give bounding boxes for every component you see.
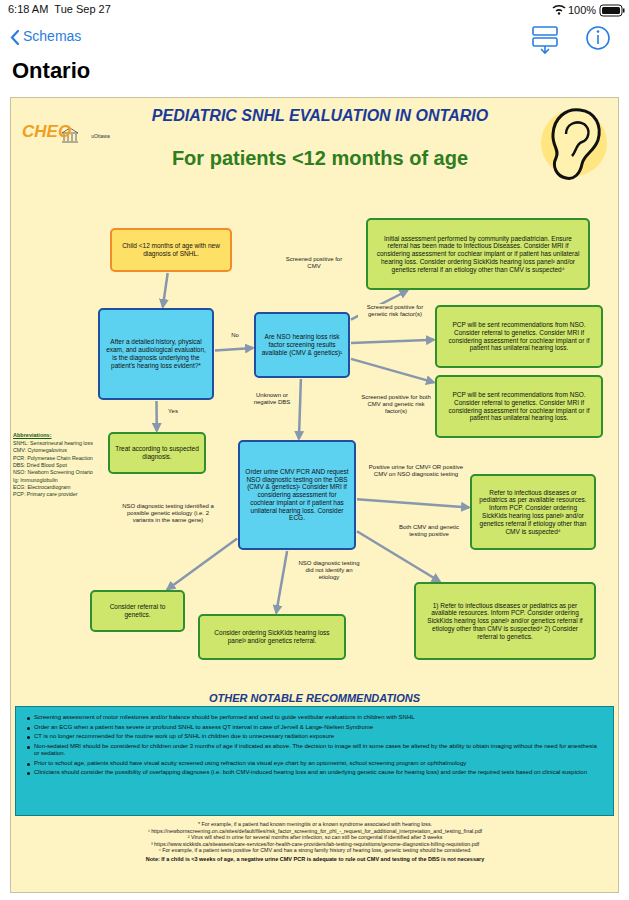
process-box: Treat according to suspected diagnosis. xyxy=(108,432,206,474)
process-box: Consider ordering SickKids hearing loss … xyxy=(198,614,346,660)
process-box: Refer to infectious diseases or pediatri… xyxy=(470,474,596,550)
label: PCP: Primary care provider xyxy=(13,491,103,497)
label: DBS: Dried Blood Spot xyxy=(13,462,103,468)
label-group: Ontario xyxy=(12,58,312,84)
label-group: Abbreviations: SNHL: Sensorineural hearin… xyxy=(13,432,103,499)
flow-arrow xyxy=(163,273,168,307)
edge-label: Screened positive for both CMV and genet… xyxy=(358,394,434,416)
process-box: Child <12 months of age with new diagnos… xyxy=(110,228,232,272)
box-text: Are NSO hearing loss risk factor screeni… xyxy=(261,333,343,356)
flow-arrow xyxy=(155,401,158,431)
edge-label: NSO diagnostic testing identified a poss… xyxy=(116,503,220,525)
flow-arrow xyxy=(299,379,301,439)
box-text: Child <12 months of age with new diagnos… xyxy=(117,242,225,258)
flow-arrow xyxy=(351,359,434,383)
label-group: 100% xyxy=(568,4,608,16)
bullet-text: Screening assessment of motor milestones… xyxy=(34,714,603,722)
ear-illustration xyxy=(541,110,607,179)
flow-arrow xyxy=(215,348,253,350)
label: Ig: Immunoglobulin xyxy=(13,477,103,483)
edge-label: Screened positive for CMV xyxy=(282,256,346,270)
box-text: PCP will be sent recommendations from NS… xyxy=(442,321,596,352)
edge-label: Positive urine for CMV² OR positive CMV … xyxy=(366,464,466,478)
process-box: After a detailed history, physical exam,… xyxy=(98,308,214,400)
process-box: Consider referral to genetics. xyxy=(90,590,185,632)
nav-icons xyxy=(533,27,609,53)
edge-label: No xyxy=(224,332,246,339)
box-text: PCP will be sent recommendations from NS… xyxy=(442,391,596,422)
label: CHEO xyxy=(22,122,71,142)
process-box: 1) Refer to infectious diseases or pedia… xyxy=(414,582,596,660)
bullet-text: CT is no longer recommended for the rout… xyxy=(34,733,603,741)
bullet-text: Order an ECG when a patient has severe o… xyxy=(34,724,603,732)
label: ECG: Electrocardiogram xyxy=(13,484,103,490)
label: Abbreviations: xyxy=(13,432,103,438)
bullet-text: Clinicians should consider the possibili… xyxy=(34,769,603,777)
label: uOttawa xyxy=(91,133,110,142)
label: ³ https://www.sickkids.ca/siteassets/car… xyxy=(22,841,608,848)
edge-label: Screened positive for genetic risk facto… xyxy=(358,304,432,318)
label: ² Virus will shed in urine for several m… xyxy=(22,834,608,841)
flow-arrow xyxy=(357,531,440,581)
battery-icon xyxy=(600,5,622,16)
process-box: Order urine CMV PCR AND request NSO diag… xyxy=(238,440,356,550)
process-box: PCP will be sent recommendations from NS… xyxy=(435,305,603,368)
edge-label: Yes xyxy=(162,408,184,415)
recommendation-band: OTHER NOTABLE RECOMMENDATIONSScreening a… xyxy=(15,706,614,816)
label: * For example, if a patient had known me… xyxy=(22,821,608,828)
label-group: CHEO uOttawa xyxy=(22,122,142,142)
flow-arrow xyxy=(167,539,237,590)
box-text: 1) Refer to infectious diseases or pedia… xyxy=(421,602,589,641)
label-group: * For example, if a patient had known me… xyxy=(22,821,608,862)
label: 6:18 AM xyxy=(8,3,48,15)
edge-label: Both CMV and genetic testing positive xyxy=(394,524,464,538)
label: Schemas xyxy=(23,28,81,44)
wifi-icon xyxy=(553,6,565,11)
box-text: Order urine CMV PCR AND request NSO diag… xyxy=(245,468,349,523)
label: CMV: Cytomegalovirus xyxy=(13,447,103,453)
flow-arrow xyxy=(357,499,469,507)
label: NSO: Newborn Screening Ontario xyxy=(13,469,103,475)
label: Tue Sep 27 xyxy=(54,3,110,15)
section-heading: OTHER NOTABLE RECOMMENDATIONS xyxy=(16,692,613,704)
bullet-text: Non-sedated MRI should be considered for… xyxy=(34,743,603,758)
box-text: After a detailed history, physical exam,… xyxy=(105,338,207,369)
box-text: Initial assessment performed by communit… xyxy=(373,235,583,274)
box-text: Treat according to suspected diagnosis. xyxy=(115,445,199,461)
label: ⁴ For example, if a patient tests positi… xyxy=(22,847,608,854)
label: Note: If a child is <3 weeks of age, a n… xyxy=(22,856,608,862)
edge-label: NSO diagnostic testing did not identify … xyxy=(297,560,361,582)
label: Ontario xyxy=(12,58,90,84)
process-box: Initial assessment performed by communit… xyxy=(366,218,590,290)
box-text: Consider referral to genetics. xyxy=(97,603,178,619)
flow-arrow xyxy=(351,340,434,343)
label: For patients <12 months of age xyxy=(172,147,468,170)
label: SNHL: Sensorineural hearing loss xyxy=(13,440,103,446)
back-chevron xyxy=(12,31,18,44)
label-group: For patients <12 months of age xyxy=(120,147,520,170)
bullet-text: Prior to school age, patients should hav… xyxy=(34,760,603,768)
box-text: Refer to infectious diseases or pediatri… xyxy=(477,489,589,536)
label: 100% xyxy=(568,4,596,16)
label: ¹ https://newbornscreening.on.ca/sites/d… xyxy=(22,828,608,835)
label-group: Schemas xyxy=(23,28,173,44)
flow-arrow xyxy=(276,551,287,613)
label: PCR: Polymerase Chain Reaction xyxy=(13,455,103,461)
box-text: Consider ordering SickKids hearing loss … xyxy=(205,629,339,645)
process-box: Are NSO hearing loss risk factor screeni… xyxy=(254,312,350,378)
label-group: 6:18 AM Tue Sep 27 xyxy=(8,3,208,15)
process-box: PCP will be sent recommendations from NS… xyxy=(435,375,603,438)
edge-label: Unknown or negative DBS xyxy=(248,392,296,406)
poster-title: PEDIATRIC SNHL EVALUATION IN ONTARIO xyxy=(150,107,490,125)
